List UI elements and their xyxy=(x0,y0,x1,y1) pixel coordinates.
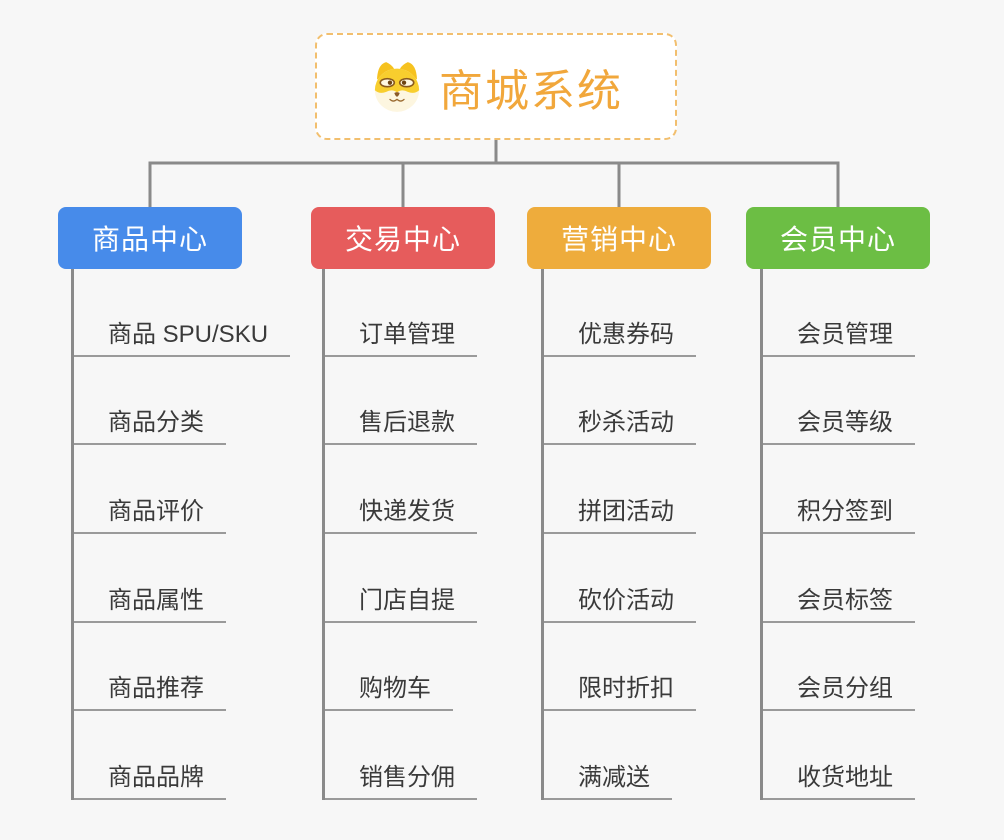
node-item[interactable]: 优惠券码 xyxy=(544,268,696,357)
shiba-dog-icon xyxy=(374,61,420,112)
node-item[interactable]: 商品评价 xyxy=(74,445,226,534)
node-item[interactable]: 购物车 xyxy=(325,623,453,712)
branch-drop-lines xyxy=(148,161,840,209)
node-item[interactable]: 商品推荐 xyxy=(74,623,226,712)
node-item[interactable]: 积分签到 xyxy=(763,445,915,534)
node-item[interactable]: 会员分组 xyxy=(763,623,915,712)
branch-header-marketing-center[interactable]: 营销中心 xyxy=(527,207,711,269)
node-item[interactable]: 商品属性 xyxy=(74,534,226,623)
branch-header-trade-center[interactable]: 交易中心 xyxy=(311,207,495,269)
root-node[interactable]: 商城系统 xyxy=(315,33,677,140)
node-item[interactable]: 限时折扣 xyxy=(544,623,696,712)
branch-header-product-center[interactable]: 商品中心 xyxy=(58,207,242,269)
node-item[interactable]: 砍价活动 xyxy=(544,534,696,623)
node-item[interactable]: 售后退款 xyxy=(325,357,477,446)
branch-column-product-center: 商品 SPU/SKU 商品分类 商品评价 商品属性 商品推荐 商品品牌 xyxy=(71,268,291,800)
branch-column-trade-center: 订单管理 售后退款 快递发货 门店自提 购物车 销售分佣 xyxy=(322,268,477,800)
branch-column-member-center: 会员管理 会员等级 积分签到 会员标签 会员分组 收货地址 xyxy=(760,268,915,800)
node-item[interactable]: 收货地址 xyxy=(763,711,915,800)
node-item[interactable]: 秒杀活动 xyxy=(544,357,696,446)
node-item[interactable]: 销售分佣 xyxy=(325,711,477,800)
root-title: 商城系统 xyxy=(439,66,623,116)
node-item[interactable]: 会员等级 xyxy=(763,357,915,446)
node-item[interactable]: 门店自提 xyxy=(325,534,477,623)
node-item[interactable]: 商品 SPU/SKU xyxy=(74,268,291,357)
node-item[interactable]: 快递发货 xyxy=(325,445,477,534)
node-item[interactable]: 会员标签 xyxy=(763,534,915,623)
node-item[interactable]: 商品品牌 xyxy=(74,711,226,800)
node-item[interactable]: 会员管理 xyxy=(763,268,915,357)
branch-column-marketing-center: 优惠券码 秒杀活动 拼团活动 砍价活动 限时折扣 满减送 xyxy=(541,268,696,800)
node-item[interactable]: 满减送 xyxy=(544,711,672,800)
node-item[interactable]: 商品分类 xyxy=(74,357,226,446)
node-item[interactable]: 拼团活动 xyxy=(544,445,696,534)
branch-header-member-center[interactable]: 会员中心 xyxy=(746,207,930,269)
node-item[interactable]: 订单管理 xyxy=(325,268,477,357)
